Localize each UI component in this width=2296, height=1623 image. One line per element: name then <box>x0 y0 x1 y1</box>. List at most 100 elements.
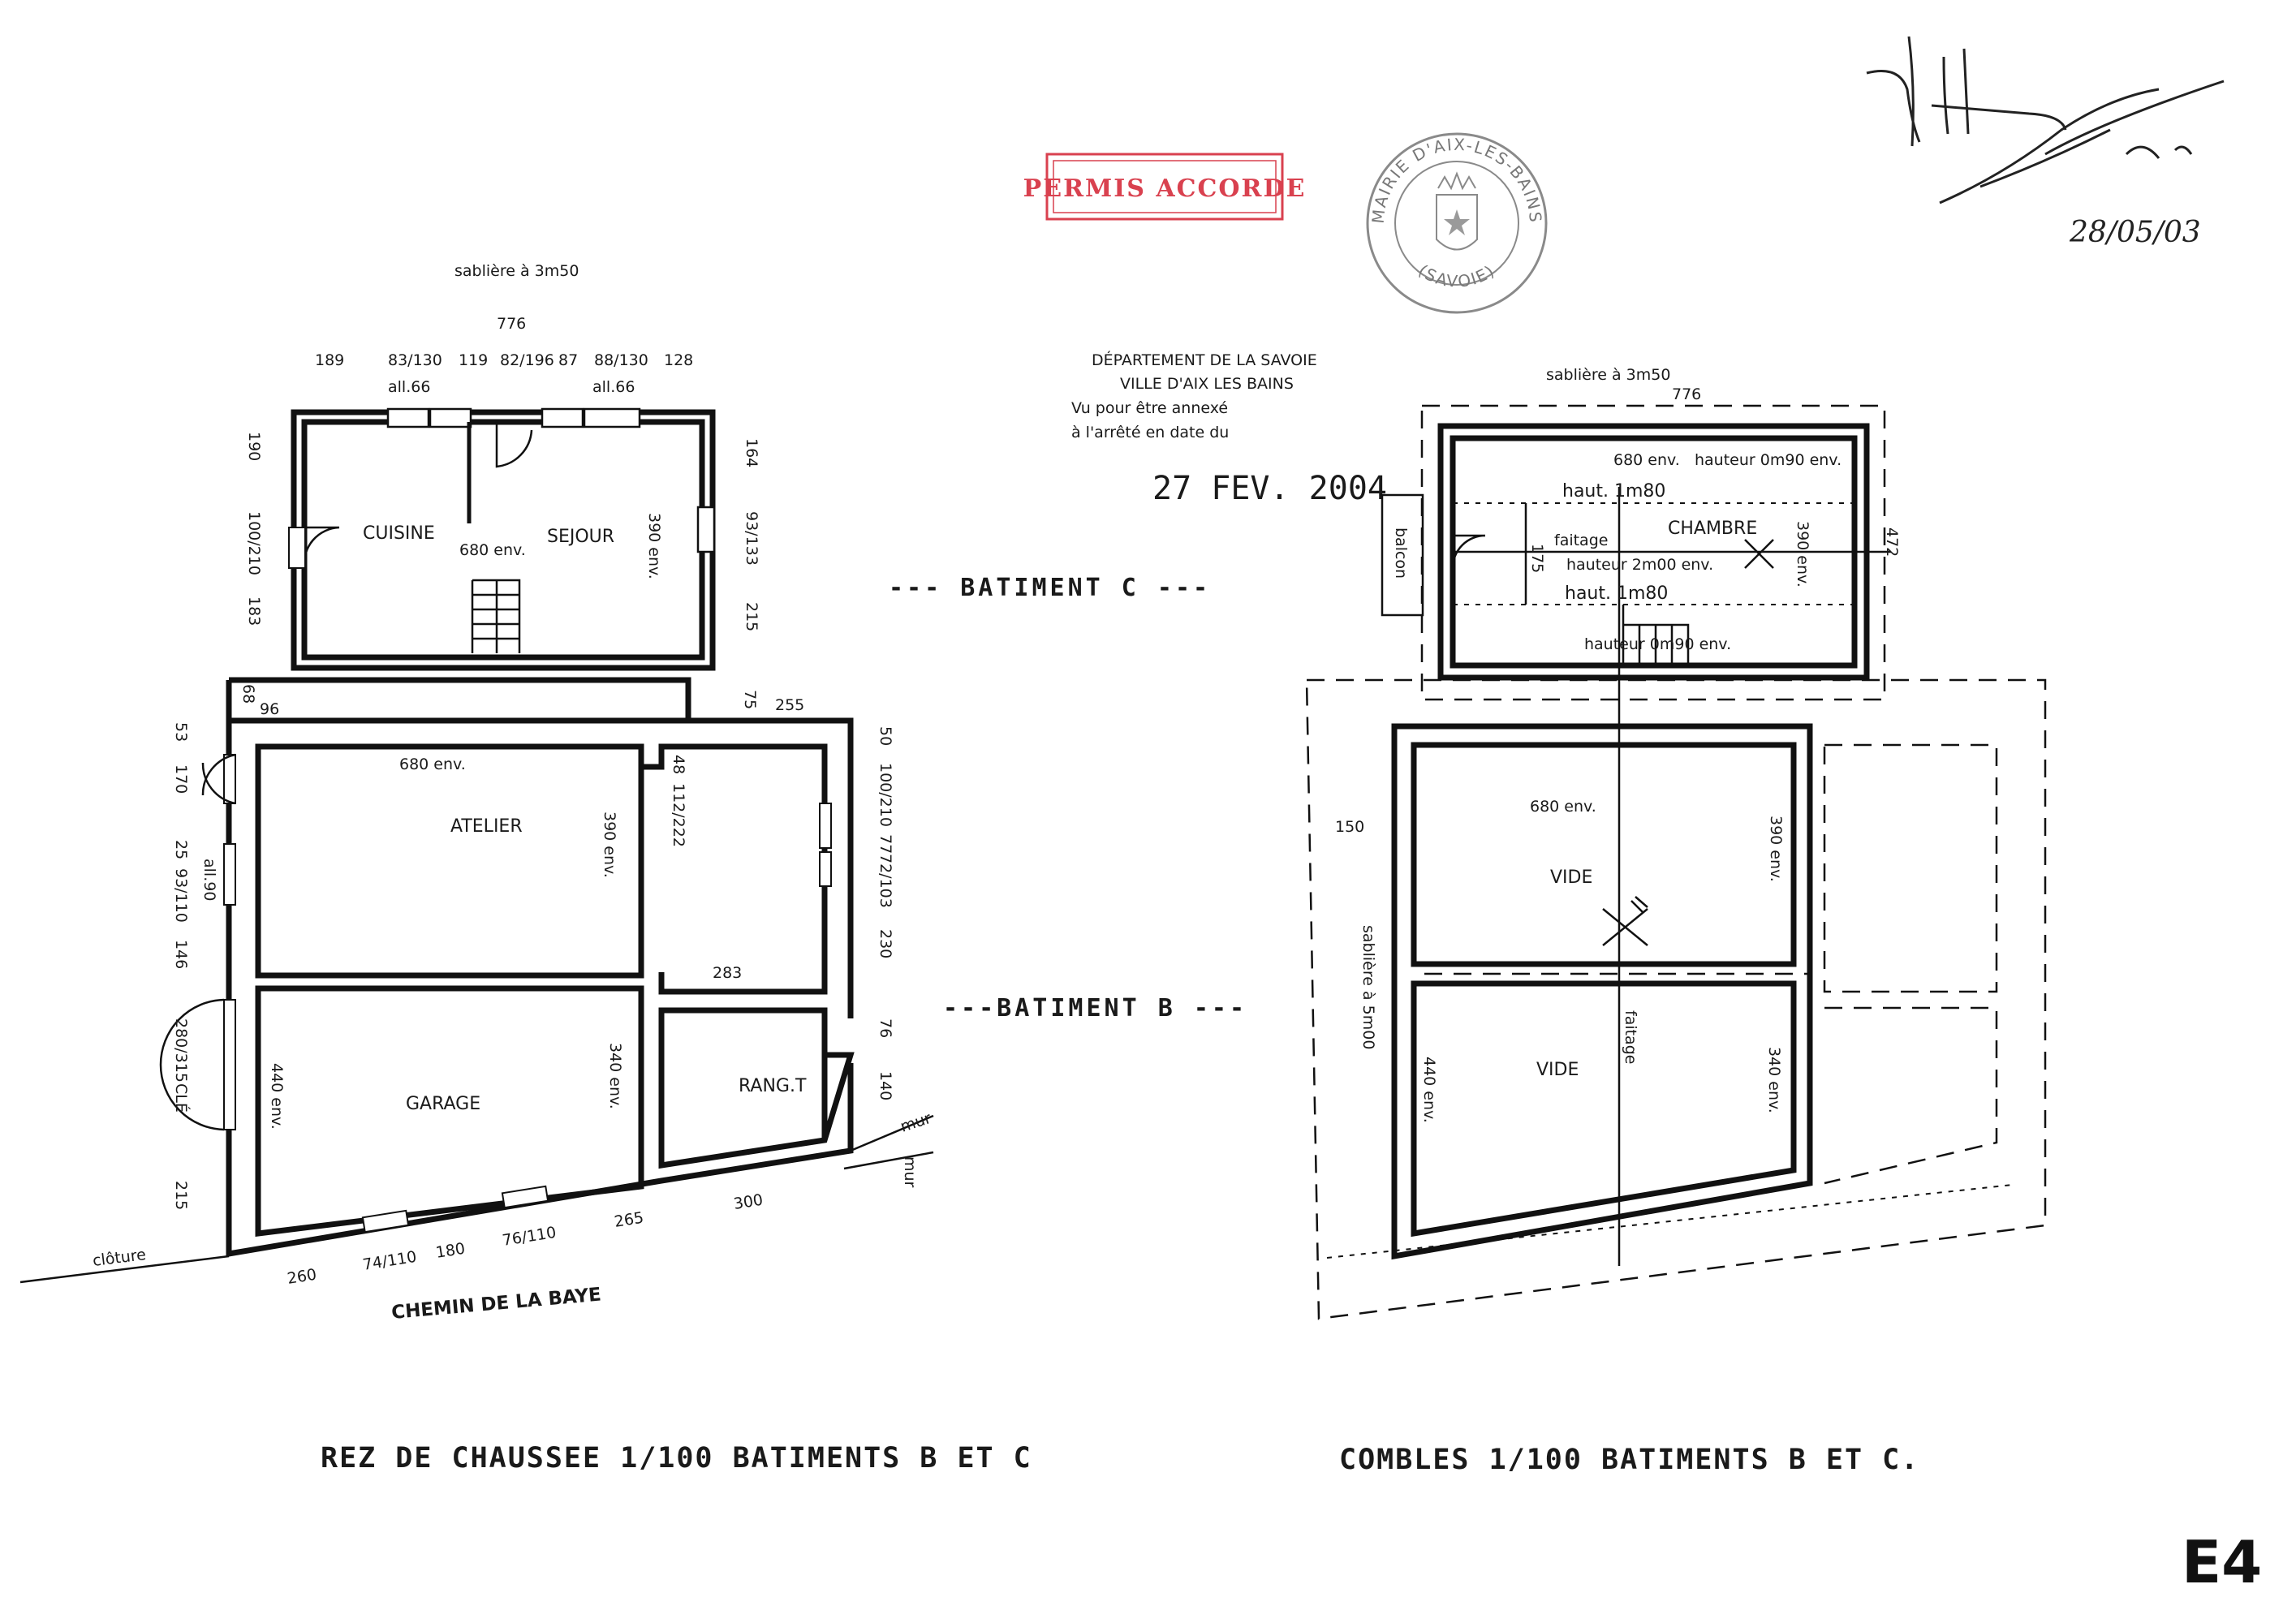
dim-48: 48 <box>670 755 687 774</box>
permis-stamp-text: PERMIS ACCORDE <box>1023 174 1307 203</box>
combles-haut-2: haut. 1m80 <box>1565 583 1668 604</box>
permis-stamp: PERMIS ACCORDE <box>1023 153 1307 221</box>
b-right-dim-5: 230 <box>877 929 894 958</box>
vide-390: 390 env. <box>1767 816 1785 882</box>
combles-haut-1: haut. 1m80 <box>1562 481 1665 502</box>
b-left-dim-7: 215 <box>172 1181 190 1210</box>
combles-hauteur-3: hauteur 0m90 env. <box>1584 635 1731 653</box>
b-right-dim-4: 72/103 <box>877 854 894 908</box>
room-vide-2: VIDE <box>1536 1060 1579 1080</box>
road-label: CHEMIN DE LA BAYE <box>390 1284 602 1324</box>
top-dim-5: 87 <box>558 351 578 369</box>
dim-96: 96 <box>260 700 279 718</box>
left-top-total: 776 <box>497 315 526 333</box>
bottom-dim-2: 74/110 <box>361 1248 417 1274</box>
combles-hauteur-2: hauteur 2m00 env. <box>1566 556 1713 574</box>
dim-112-222: 112/222 <box>670 783 687 847</box>
combles-680: 680 env. <box>1613 451 1680 469</box>
combles-hauteur-1: hauteur 0m90 env. <box>1695 451 1842 469</box>
garage-height-440: 440 env. <box>268 1063 286 1130</box>
all-90: all.90 <box>200 859 218 901</box>
balcon-label: balcon <box>1392 527 1410 579</box>
c-right-dim-3: 215 <box>743 602 760 631</box>
caption-rez-de-chaussee: REZ DE CHAUSSEE 1/100 BATIMENTS B ET C <box>321 1442 1032 1474</box>
sabliere-5m00: sablière à 5m00 <box>1359 925 1377 1049</box>
room-cuisine: CUISINE <box>363 523 435 544</box>
all-left: all.66 <box>388 378 430 396</box>
top-dim-7: 128 <box>664 351 693 369</box>
bottom-dim-1: 260 <box>286 1266 317 1288</box>
bottom-dim-4: 76/110 <box>501 1224 557 1250</box>
dim-68: 68 <box>239 684 257 704</box>
left-sabliere: sablière à 3m50 <box>454 262 579 280</box>
b-left-dim-4: 93/110 <box>172 868 190 923</box>
dim-283: 283 <box>713 964 742 982</box>
mairie-seal: MAIRIE D'AIX-LES-BAINS (SAVOIE) <box>1366 132 1548 314</box>
c-left-dim-2: 100/210 <box>245 511 263 575</box>
c-right-dim-2: 93/133 <box>743 511 760 566</box>
c-right-dim-1: 164 <box>743 438 760 467</box>
garage-height-340: 340 env. <box>606 1043 624 1109</box>
b-right-dim-7: 140 <box>877 1071 894 1100</box>
signature-date: 28/05/03 <box>2069 216 2201 249</box>
c-left-dim-1: 190 <box>245 432 263 461</box>
bottom-dim-6: 300 <box>732 1191 764 1213</box>
bottom-dim-5: 265 <box>613 1209 644 1231</box>
batiment-c-label: --- BATIMENT C --- <box>889 574 1211 602</box>
approval-line1: DÉPARTEMENT DE LA SAVOIE <box>1092 351 1317 369</box>
b-left-dim-2: 170 <box>172 764 190 794</box>
b-left-dim-6: 280/315 <box>172 1018 190 1083</box>
b-height-390: 390 env. <box>601 812 618 878</box>
combles-top-total: 776 <box>1672 385 1701 403</box>
top-dim-6: 88/130 <box>594 351 648 369</box>
room-vide-1: VIDE <box>1550 867 1592 888</box>
signature <box>1866 36 2225 204</box>
b-left-dim-3: 25 <box>172 840 190 859</box>
faitage-vertical: faitage <box>1622 1010 1639 1064</box>
cle-label: CLÉ <box>172 1083 191 1113</box>
vide-340: 340 env. <box>1765 1047 1783 1113</box>
caption-combles: COMBLES 1/100 BATIMENTS B ET C. <box>1339 1444 1919 1476</box>
room-atelier: ATELIER <box>450 816 523 837</box>
room-rangement: RANG.T <box>739 1076 807 1096</box>
cloture-label: clôture <box>92 1246 147 1270</box>
vide-680: 680 env. <box>1530 798 1596 816</box>
left-plan: CUISINE SEJOUR 680 env. 390 env. ATELIER <box>19 262 934 1324</box>
all-right: all.66 <box>592 378 635 396</box>
dim-75: 75 <box>741 690 759 709</box>
approval-line3: Vu pour être annexé <box>1071 399 1228 417</box>
combles-faitage: faitage <box>1554 532 1608 549</box>
top-dim-3: 119 <box>459 351 488 369</box>
vide-440: 440 env. <box>1420 1057 1438 1123</box>
approval-line4: à l'arrêté en date du <box>1071 424 1229 441</box>
sheet-number: E4 <box>2182 1528 2262 1596</box>
seal-ring-bottom: (SAVOIE) <box>1415 260 1499 291</box>
combles-sabliere: sablière à 3m50 <box>1546 366 1670 384</box>
b-right-dim-2: 100/210 <box>877 763 894 827</box>
b-right-dim-3: 77 <box>877 834 894 854</box>
top-dim-1: 189 <box>315 351 344 369</box>
approval-block: DÉPARTEMENT DE LA SAVOIE VILLE D'AIX LES… <box>1071 351 1387 507</box>
b-width-680: 680 env. <box>399 756 466 773</box>
combles-150: 150 <box>1335 818 1364 836</box>
approval-date: 27 FEV. 2004 <box>1152 470 1387 507</box>
c-left-dim-3: 183 <box>245 596 263 626</box>
mur-label-1: mur <box>898 1109 933 1136</box>
top-dim-2: 83/130 <box>388 351 442 369</box>
b-right-dim-6: 76 <box>877 1018 894 1038</box>
top-dim-4: 82/196 <box>500 351 554 369</box>
room-garage: GARAGE <box>406 1094 480 1114</box>
room-chambre: CHAMBRE <box>1668 519 1757 539</box>
c-height-390: 390 env. <box>645 513 663 579</box>
batiment-b-label: ---BATIMENT B --- <box>943 994 1247 1022</box>
c-width-680: 680 env. <box>459 541 526 559</box>
combles-472: 472 <box>1883 527 1901 557</box>
room-sejour: SEJOUR <box>547 527 614 547</box>
b-left-dim-1: 53 <box>172 722 190 742</box>
b-left-dim-5: 146 <box>172 940 190 969</box>
b-right-dim-1: 50 <box>877 726 894 746</box>
mur-label-2: mur <box>901 1156 919 1188</box>
combles-175: 175 <box>1528 544 1546 573</box>
right-plan: sablière à 3m50 776 680 env. hauteur 0m9… <box>1305 366 2047 1320</box>
